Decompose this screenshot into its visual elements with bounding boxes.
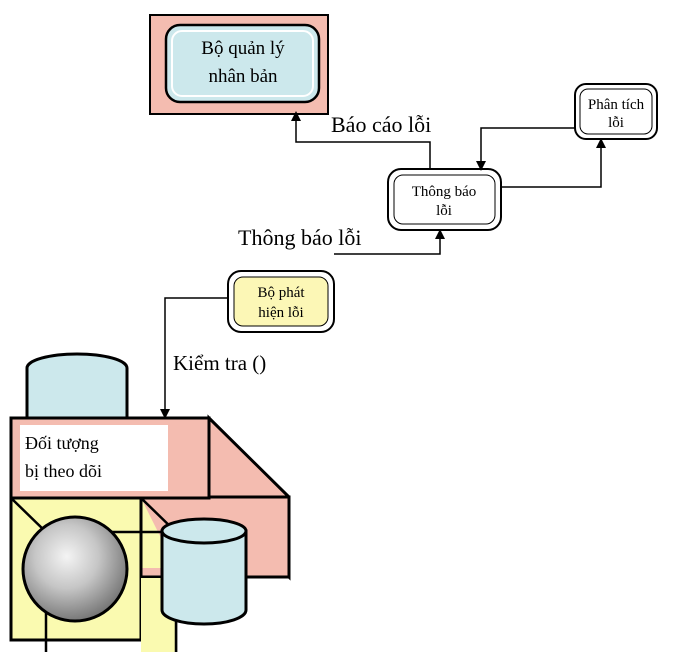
report-arrow <box>291 111 431 169</box>
failure-detector-label-line2: hiện lỗi <box>258 305 303 321</box>
connectors <box>160 111 606 419</box>
check-edge-label: Kiểm tra () <box>173 351 266 375</box>
failure-analysis-label-line2: lỗi <box>608 115 624 131</box>
notify-edge-label: Thông báo lỗi <box>238 225 361 250</box>
top-cylinder <box>25 352 129 420</box>
replica-manager-label-line1: Bộ quản lý <box>201 38 285 59</box>
analysis-arrow <box>501 138 606 188</box>
sphere <box>21 515 129 623</box>
replica-manager-node: Bộ quản lý nhân bản <box>149 14 329 115</box>
failure-analysis-node: Phân tích lỗi <box>574 83 658 140</box>
monitored-object-label-line1: Đối tượng <box>25 433 99 453</box>
monitored-object: Đối tượng bị theo dõi <box>9 352 291 652</box>
small-cylinder <box>160 529 248 626</box>
failure-notification-node: Thông báo lỗi <box>387 168 502 231</box>
failure-notification-label-line2: lỗi <box>436 203 452 219</box>
check-arrow <box>160 297 228 419</box>
failure-detector-label-line1: Bộ phát <box>257 285 305 301</box>
analysis-return-arrow <box>476 127 575 171</box>
failure-notification-label-line1: Thông báo <box>412 184 477 200</box>
failure-analysis-label-line1: Phân tích <box>588 97 645 113</box>
monitored-object-label-line2: bị theo dõi <box>25 461 102 481</box>
replica-manager-label-line2: nhân bản <box>208 66 278 87</box>
notify-arrow <box>334 229 445 255</box>
report-edge-label: Báo cáo lỗi <box>331 112 431 137</box>
failure-detector-node: Bộ phát hiện lỗi <box>227 270 335 333</box>
object-label-box <box>20 425 168 491</box>
